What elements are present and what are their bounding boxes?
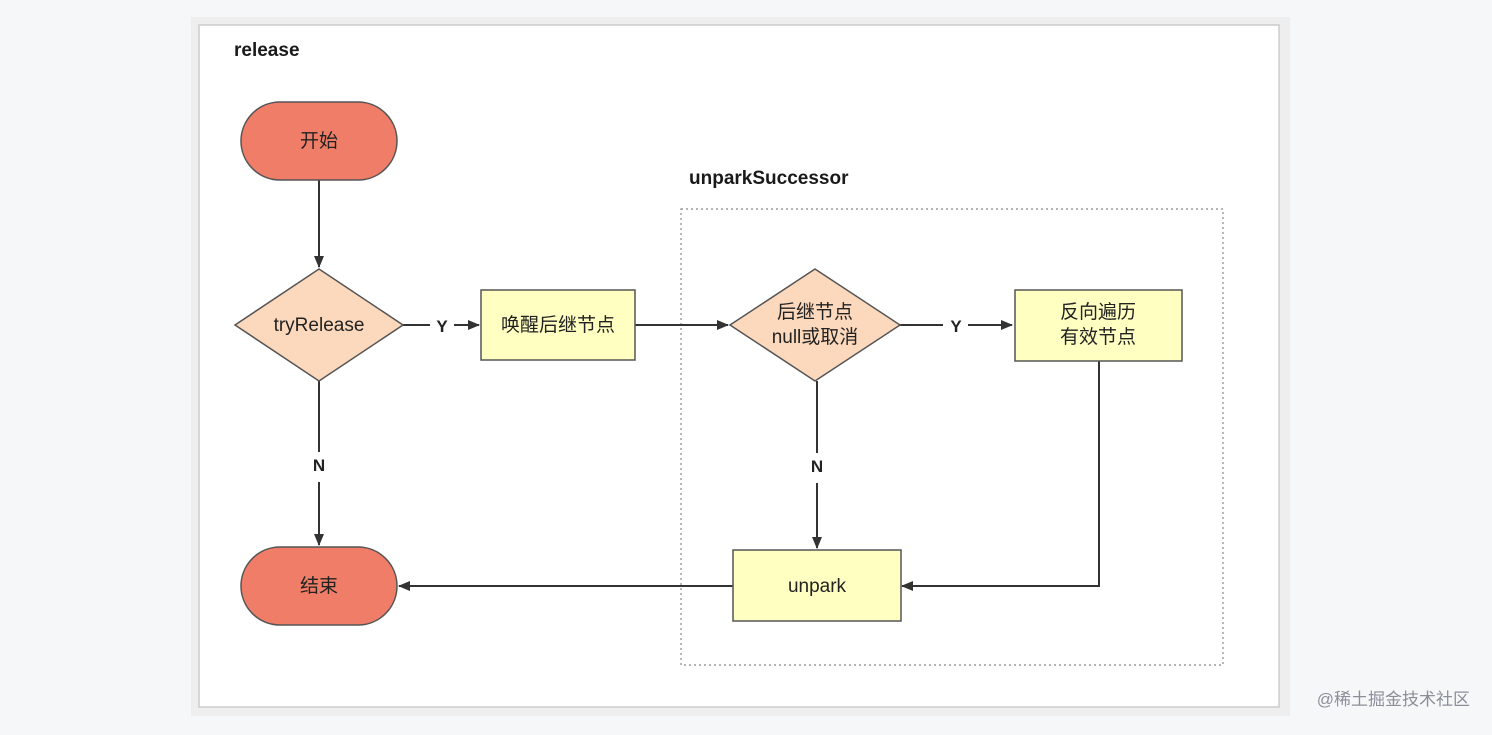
successor-check-label-line2: null或取消 [772, 326, 859, 348]
diagram-title: release [234, 40, 300, 61]
edge-label-check-no: N [811, 457, 823, 476]
end-node: 结束 [240, 546, 398, 626]
reverse-traverse-node: 反向遍历 有效节点 [1014, 289, 1183, 362]
wake-successor-label: 唤醒后继节点 [501, 314, 615, 336]
reverse-traverse-label-line2: 有效节点 [1060, 326, 1136, 348]
reverse-traverse-label-line1: 反向遍历 [1060, 301, 1136, 323]
subgroup-title: unparkSuccessor [689, 168, 849, 189]
tryrelease-decision: tryRelease [233, 268, 405, 382]
edge-reverse-to-unpark [901, 361, 1100, 591]
successor-check-label-line1: 后继节点 [777, 301, 853, 323]
start-node-label: 开始 [300, 130, 338, 152]
edge-label-tryrelease-yes: Y [436, 317, 448, 336]
end-node-label: 结束 [300, 575, 338, 597]
unpark-successor-group [680, 208, 1224, 666]
wake-successor-node: 唤醒后继节点 [480, 289, 636, 361]
edge-label-tryrelease-no: N [313, 456, 325, 475]
start-node: 开始 [240, 101, 398, 181]
unpark-label: unpark [788, 576, 847, 597]
tryrelease-label: tryRelease [274, 315, 365, 336]
successor-check-decision: 后继节点 null或取消 [728, 268, 902, 382]
watermark-text: @稀土掘金技术社区 [1317, 690, 1470, 709]
edge-label-check-yes: Y [950, 317, 962, 336]
unpark-node: unpark [732, 549, 902, 622]
